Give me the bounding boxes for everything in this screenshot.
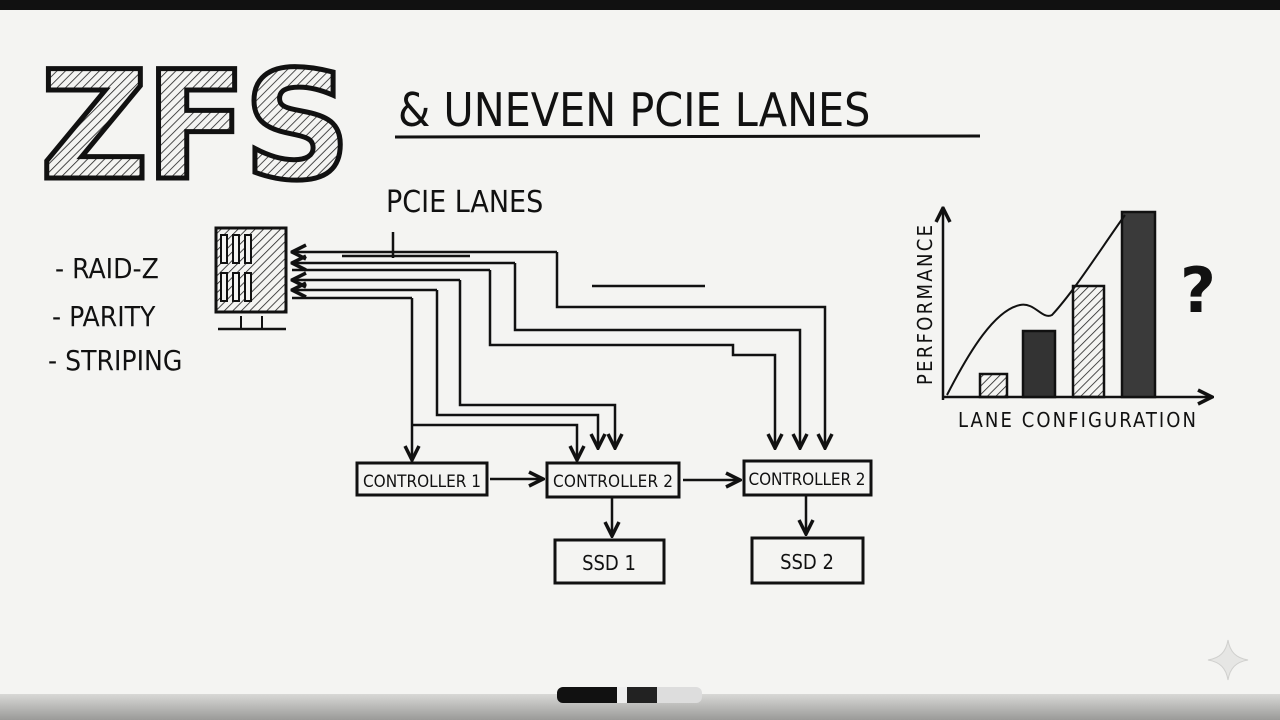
controller-2a: CONTROLLER 2 — [545, 461, 681, 499]
sparkle-icon — [1207, 639, 1249, 681]
controller-arrows — [490, 479, 806, 536]
title-underline — [394, 134, 981, 139]
ssd-2: SSD 2 — [750, 536, 865, 585]
chart-ylabel: PERFORMANCE — [913, 225, 937, 385]
bar-1 — [978, 372, 1009, 399]
svg-text:CONTROLLER 2: CONTROLLER 2 — [749, 470, 866, 490]
bar-4 — [1120, 210, 1157, 399]
controller-2b: CONTROLLER 2 — [742, 459, 873, 497]
zfs-logo: ZFS — [40, 40, 347, 214]
pcie-chip — [214, 226, 288, 331]
top-frame — [0, 0, 1280, 10]
svg-text:CONTROLLER 1: CONTROLLER 1 — [363, 472, 481, 492]
svg-text:CONTROLLER 2: CONTROLLER 2 — [553, 472, 673, 492]
page-title: & UNEVEN PCIE LANES — [398, 83, 870, 137]
bar-2 — [1021, 329, 1057, 399]
question-mark: ? — [1180, 254, 1216, 327]
feature-parity: - PARITY — [52, 300, 156, 333]
performance-chart: PERFORMANCE LANE CONFIGURATION ? — [913, 208, 1216, 432]
ssd-1: SSD 1 — [553, 538, 666, 585]
pcie-lane-lines — [292, 252, 825, 460]
feature-striping: - STRIPING — [48, 344, 182, 377]
marker[interactable] — [557, 687, 702, 703]
bar-3 — [1071, 284, 1106, 399]
trend-curve — [946, 214, 1126, 396]
pcie-lanes-label: PCIE LANES — [386, 185, 543, 220]
chart-xlabel: LANE CONFIGURATION — [958, 408, 1196, 432]
lane-marks — [342, 232, 705, 288]
feature-raidz: - RAID-Z — [55, 252, 159, 285]
svg-text:SSD 2: SSD 2 — [780, 550, 834, 574]
svg-text:SSD 1: SSD 1 — [582, 551, 636, 575]
controller-1: CONTROLLER 1 — [355, 461, 489, 497]
